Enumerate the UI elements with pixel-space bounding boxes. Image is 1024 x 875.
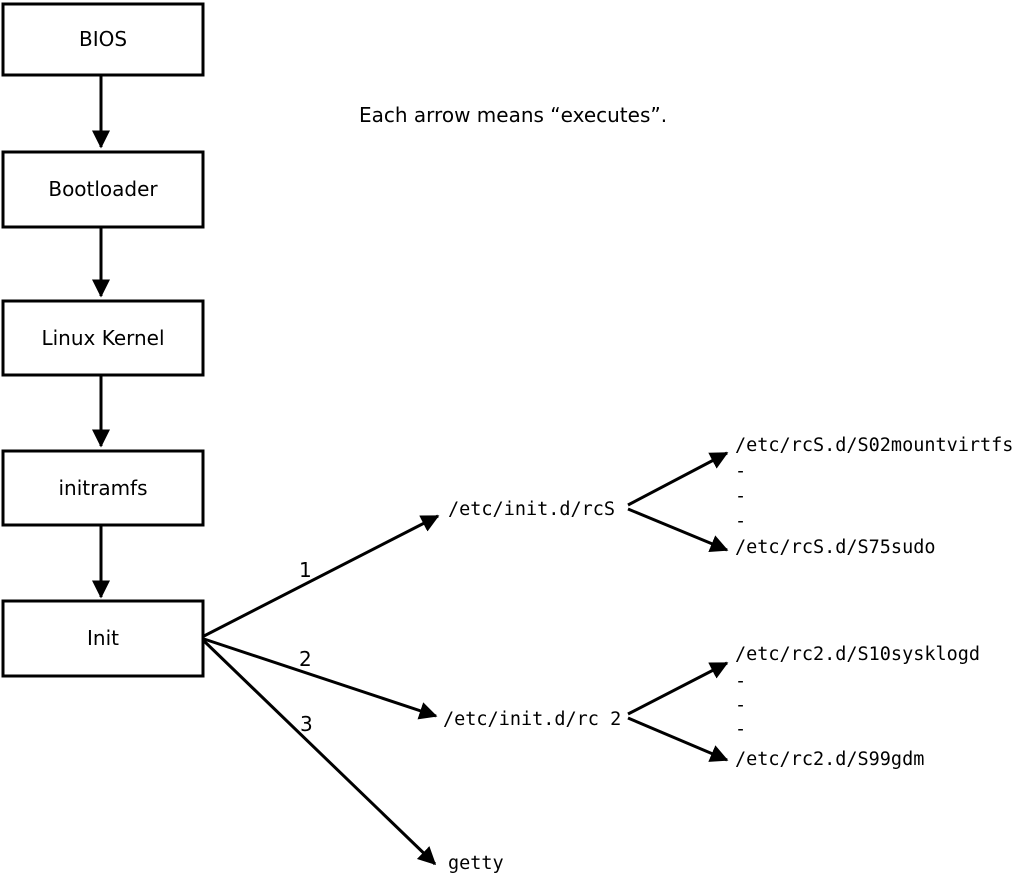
rc2-child-s99gdm-label: /etc/rc2.d/S99gdm	[735, 749, 924, 770]
rc2-child-dash-1: -	[735, 671, 746, 692]
node-bootloader-label: Bootloader	[48, 177, 158, 201]
rc2-child-dash-2: -	[735, 695, 746, 716]
target-getty-label: getty	[448, 853, 504, 874]
rcs-child-dash-1: -	[735, 461, 746, 482]
branch-3-number: 3	[300, 712, 313, 736]
arrow-rcs-to-s02mountvirtfs	[627, 451, 729, 507]
node-init-label: Init	[87, 626, 119, 650]
branch-1-number: 1	[299, 558, 312, 582]
arrow-rc2-to-s10sysklogd	[627, 661, 729, 716]
rcs-child-s02mountvirtfs-label: /etc/rcS.d/S02mountvirtfs	[735, 435, 1013, 456]
node-kernel-label: Linux Kernel	[41, 326, 164, 350]
node-initramfs-label: initramfs	[58, 476, 147, 500]
rc2-child-dash-3: -	[735, 719, 746, 740]
node-bios-box	[1, 2, 205, 77]
rcs-child-dash-3: -	[735, 511, 746, 532]
arrow-rc2-to-s99gdm	[627, 716, 729, 762]
node-init-box	[1, 599, 205, 678]
node-kernel-box	[1, 299, 205, 377]
node-initramfs-box	[1, 449, 205, 527]
arrow-init-to-rc2	[203, 637, 438, 720]
target-rc2-label: /etc/init.d/rc 2	[443, 709, 621, 730]
node-bios-label: BIOS	[79, 27, 127, 51]
branch-2-number: 2	[299, 647, 312, 671]
arrow-rcs-to-s75sudo	[627, 507, 729, 553]
rcs-child-s75sudo-label: /etc/rcS.d/S75sudo	[735, 537, 935, 558]
rcs-child-dash-2: -	[735, 486, 746, 507]
arrow-init-to-getty	[202, 639, 437, 866]
rc2-child-s10sysklogd-label: /etc/rc2.d/S10sysklogd	[735, 644, 980, 665]
target-rcs-label: /etc/init.d/rcS	[448, 499, 615, 520]
node-bootloader-box	[1, 150, 205, 229]
arrow-meaning-note: Each arrow means “executes”.	[359, 103, 667, 127]
arrow-init-to-rcs	[203, 514, 440, 638]
